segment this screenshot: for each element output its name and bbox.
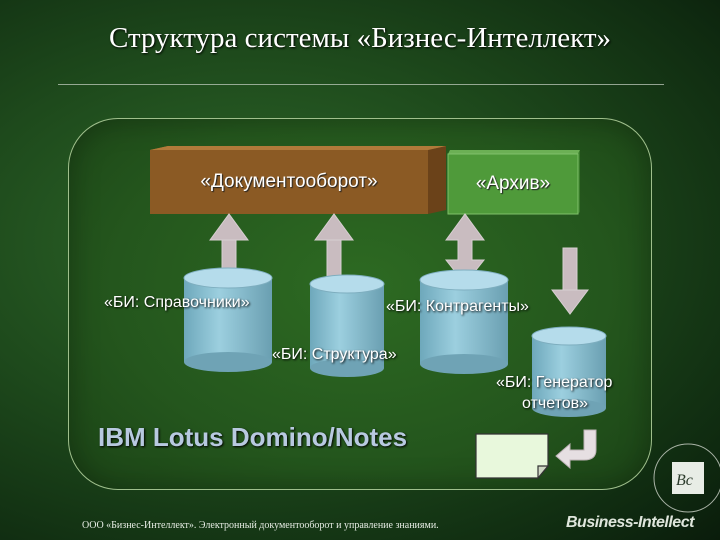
db-counterparties-label: «БИ: Контрагенты» (386, 298, 529, 315)
title-divider (58, 84, 664, 85)
db-directories-cylinder (183, 267, 273, 372)
arrow-down-archive (551, 247, 589, 315)
curved-arrow-icon (555, 429, 597, 470)
report-document-icon (475, 433, 550, 480)
db-report-generator-label-line1: «БИ: Генератор (496, 374, 613, 391)
svg-text:Bc: Bc (676, 472, 693, 489)
docflow-label: «Документооборот» (200, 171, 378, 192)
arrow-up-structure (314, 213, 354, 283)
company-seal-logo: Bc (653, 443, 720, 513)
db-structure-cylinder (309, 274, 385, 377)
footer-text: ООО «Бизнес-Интеллект». Электронный доку… (82, 520, 439, 531)
archive-label: «Архив» (475, 173, 551, 194)
archive-box (447, 150, 580, 215)
platform-label: IBM Lotus Domino/Notes (98, 422, 408, 452)
db-report-generator-label-line2: отчетов» (522, 395, 589, 412)
db-report-generator-cylinder (531, 326, 607, 417)
db-directories-label: «БИ: Справочники» (104, 294, 250, 311)
docflow-box (150, 146, 446, 214)
slide-title: Структура системы «Бизнес-Интеллект» (108, 22, 612, 54)
brand-name: Business-Intellect (566, 514, 694, 531)
arrow-updown-counterparties (444, 213, 486, 285)
db-counterparties-cylinder (419, 269, 509, 374)
db-structure-label: «БИ: Структура» (272, 346, 397, 363)
